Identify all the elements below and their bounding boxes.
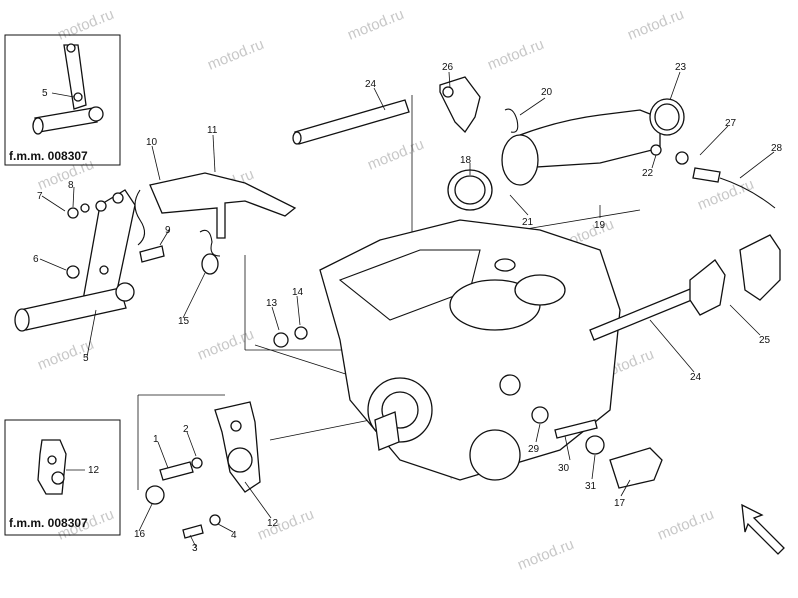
callout-13: 13 [266,298,278,309]
watermark: motod.ru [515,536,576,574]
callout-22: 22 [642,168,654,179]
callout-26: 26 [442,62,454,73]
callout-24b: 24 [690,372,702,383]
callout-1: 1 [153,434,159,445]
callout-21: 21 [522,217,534,228]
callout-10: 10 [146,137,158,148]
inset-box-lever: 5 f.m.m. 008307 [4,34,121,166]
callout-28: 28 [771,143,783,154]
callout-5: 5 [83,353,89,364]
callout-12: 12 [267,518,279,529]
watermark: motod.ru [625,6,686,44]
callout-4: 4 [231,530,237,541]
callout-16: 16 [134,529,146,540]
watermark: motod.ru [655,506,716,544]
watermark: motod.ru [345,6,406,44]
callout-31: 31 [585,481,597,492]
inset-caption: f.m.m. 008307 [9,149,88,163]
direction-arrow [741,503,785,555]
plate-assembly [145,401,261,539]
watermark: motod.ru [695,176,756,214]
callout-23: 23 [675,62,687,73]
callout-label: 5 [42,88,48,99]
callout-15: 15 [178,316,190,327]
callout-label: 12 [88,465,100,476]
watermark: motod.ru [365,136,426,174]
watermark: motod.ru [485,36,546,74]
callout-24a: 24 [365,79,377,90]
leader-lines [39,71,775,548]
selector-drum-assembly [292,76,781,489]
inset-caption: f.m.m. 008307 [9,516,88,530]
watermark: motod.ru [55,6,116,44]
inset-box-plate: 12 f.m.m. 008307 [4,419,121,536]
callout-30: 30 [558,463,570,474]
callout-20: 20 [541,87,553,98]
callout-18: 18 [460,155,472,166]
callout-9: 9 [165,225,171,236]
inset-plate-drawing [37,439,67,495]
callout-3: 3 [192,543,198,554]
callout-2: 2 [183,424,189,435]
callout-8: 8 [68,180,74,191]
callout-27: 27 [725,118,737,129]
gear-selector-assembly [14,172,308,348]
watermark: motod.ru [255,506,316,544]
callout-17: 17 [614,498,626,509]
callout-11: 11 [207,125,218,136]
watermark: motod.ru [205,36,266,74]
engine-case [319,219,621,481]
callout-19: 19 [594,220,606,231]
callout-29: 29 [528,444,540,455]
callouts: 1 2 3 4 5 6 7 8 9 10 11 12 13 14 15 16 1… [33,62,783,554]
callout-7: 7 [37,191,43,202]
inset-lever-drawing [32,43,104,135]
callout-6: 6 [33,254,39,265]
watermark: motod.ru [195,326,256,364]
callout-14: 14 [292,287,304,298]
callout-25: 25 [759,335,771,346]
